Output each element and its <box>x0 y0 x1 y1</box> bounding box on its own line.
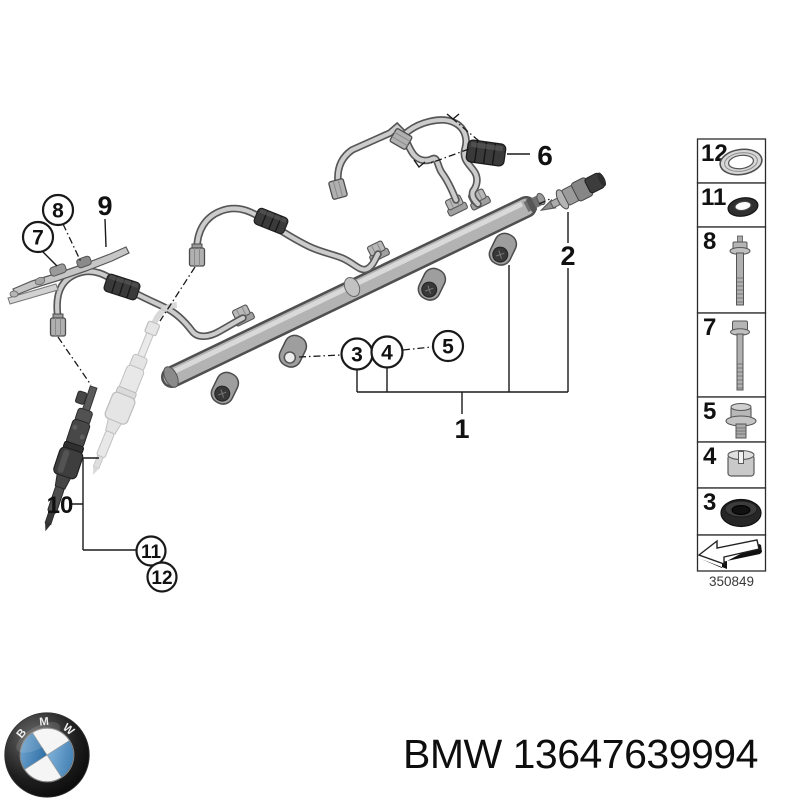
sidebar-item-5-number: 5 <box>703 398 716 425</box>
pipe-clamp-2 <box>253 207 289 235</box>
stud-bolt-icon <box>729 235 751 306</box>
sidebar-item-7-number: 7 <box>703 314 716 341</box>
fuel-injector-ghost <box>92 301 178 475</box>
part-number-text: BMW 13647639994 <box>403 731 758 777</box>
sidebar-item-5: 5 <box>696 396 767 443</box>
callout-6-label: 6 <box>537 140 553 171</box>
drawing-number: 350849 <box>709 574 754 589</box>
seal-ring-large-icon <box>719 148 763 176</box>
callout-9: 9 <box>97 191 112 221</box>
pipe-end-nut-2 <box>188 243 206 267</box>
injection-pipe-2 <box>193 204 382 274</box>
sidebar-direction-box <box>696 534 767 572</box>
sidebar-item-8-number: 8 <box>703 228 716 255</box>
callout-5-label: 5 <box>442 336 454 359</box>
leader-lines <box>41 113 569 551</box>
callout-4-label: 4 <box>381 342 393 365</box>
hex-bolt-icon <box>730 320 750 391</box>
pipe-end-nut-1 <box>49 313 67 337</box>
callout-12-label: 12 <box>151 568 172 589</box>
callout-9-label: 9 <box>97 191 112 221</box>
callout-12: 12 <box>146 561 178 593</box>
callout-10: 10 <box>47 492 74 519</box>
rail-mounting-lug-3 <box>417 267 447 301</box>
callout-10-label: 10 <box>47 492 74 519</box>
rail-mounting-lug-2 <box>278 334 308 368</box>
callout-3-label: 3 <box>351 344 363 367</box>
sidebar-item-3: 3 <box>696 487 767 536</box>
pipe-end-nut-4 <box>389 128 413 150</box>
callout-8: 8 <box>41 193 75 227</box>
direction-arrow-icon <box>697 539 762 569</box>
rail-mounting-lug-1 <box>210 371 240 405</box>
flange-screw-icon <box>725 403 757 439</box>
callout-2: 2 <box>560 241 575 271</box>
injection-pipe-4 <box>401 116 482 208</box>
sidebar-item-11-number: 11 <box>701 184 726 211</box>
bmw-logo: B M W <box>3 711 91 799</box>
callout-6: 6 <box>537 140 553 171</box>
sidebar-item-8: 8 <box>696 226 767 314</box>
pressure-sensor <box>539 172 607 211</box>
sidebar-item-11: 11 <box>696 182 767 228</box>
sidebar-item-3-number: 3 <box>703 489 716 516</box>
sidebar-item-4-number: 4 <box>703 443 717 470</box>
pipe-clamp-1 <box>103 273 141 301</box>
fuel-injector <box>44 385 98 532</box>
callout-7: 7 <box>21 220 55 254</box>
spacer-bushing-icon <box>727 449 755 477</box>
bmw-logo-quadrants <box>19 727 75 783</box>
sidebar-item-12: 12 <box>696 138 767 184</box>
callout-8-label: 8 <box>52 200 64 223</box>
parts-sidebar: 12 11 8 <box>696 138 767 589</box>
injection-pipe-3 <box>334 121 460 204</box>
callout-2-label: 2 <box>560 241 575 271</box>
o-ring-icon <box>727 197 759 217</box>
callout-3: 3 <box>340 337 374 371</box>
callout-4: 4 <box>370 335 404 369</box>
callout-5: 5 <box>431 329 465 363</box>
callout-1: 1 <box>454 414 469 444</box>
callout-11: 11 <box>135 535 167 567</box>
callout-1-label: 1 <box>454 414 469 444</box>
callout-11-label: 11 <box>141 542 162 563</box>
callout-7-label: 7 <box>32 227 44 250</box>
pipe-clamp-part-6 <box>465 139 507 167</box>
rubber-grommet-icon <box>720 498 762 528</box>
rail-mounting-lug-4 <box>488 232 518 266</box>
sidebar-item-4: 4 <box>696 441 767 489</box>
sidebar-item-7: 7 <box>696 312 767 398</box>
clamp-bracket-9 <box>7 246 130 305</box>
bmw-logo-letter-m: M <box>39 716 50 729</box>
pipe-end-nut-3 <box>328 178 348 200</box>
fuel-rail <box>161 192 546 388</box>
